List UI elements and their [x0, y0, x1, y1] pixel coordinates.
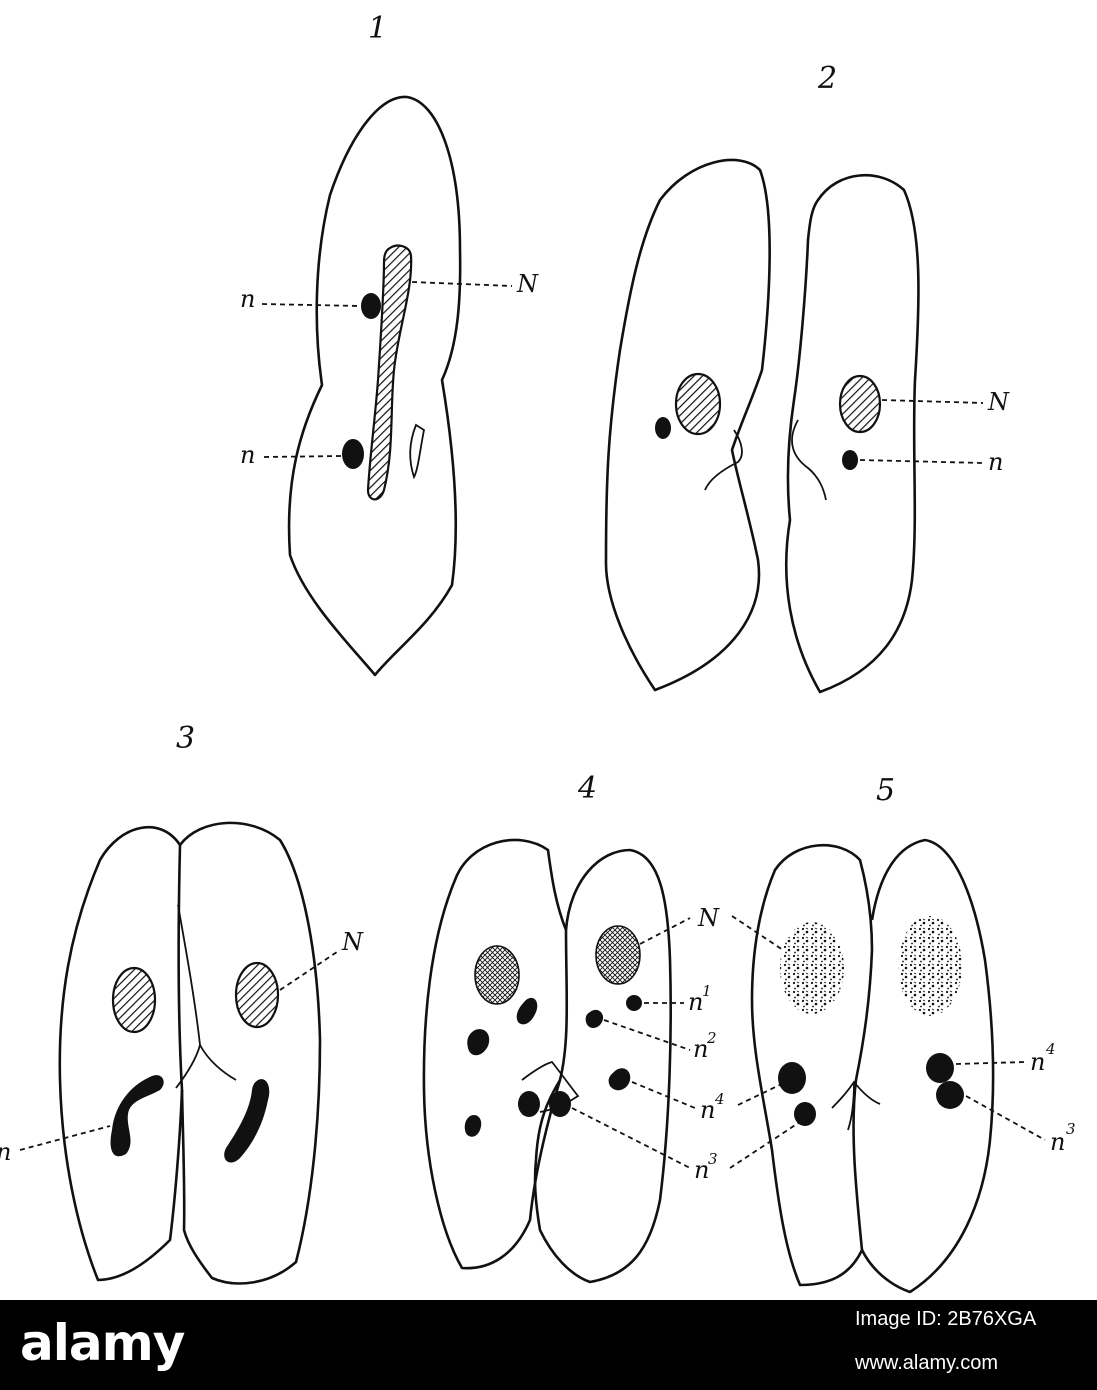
micronucleus — [655, 417, 671, 439]
macronucleus-fragmenting — [898, 916, 962, 1016]
site-url-text: www.alamy.com — [855, 1352, 998, 1374]
micronucleus — [342, 439, 364, 469]
cell-outline-right — [860, 838, 995, 1294]
micronucleus-crescent — [224, 1079, 270, 1163]
label-n: n — [0, 1138, 11, 1166]
panel-number-5: 5 — [876, 773, 895, 808]
leader-line — [261, 303, 361, 307]
micronucleus — [842, 450, 858, 470]
leader-line — [571, 1107, 691, 1169]
leader-line — [639, 917, 691, 945]
leader-line — [279, 949, 341, 991]
cell-outline-left — [750, 843, 874, 1287]
micronucleus — [518, 1091, 540, 1117]
label-n: n — [240, 441, 255, 469]
macronucleus-fragmenting — [780, 922, 844, 1014]
micronucleus — [585, 1009, 604, 1028]
cell-outline-left — [604, 158, 771, 692]
micronucleus — [464, 1114, 482, 1137]
micronucleus-crescent — [110, 1075, 164, 1157]
oral-groove — [409, 423, 426, 480]
panel-3: 3 n N — [0, 721, 364, 1285]
label-n1-sup: 1 — [702, 982, 712, 1000]
label-N: N — [987, 388, 1010, 416]
leader-line — [859, 459, 984, 464]
leader-line — [881, 399, 984, 404]
paramecium-conjugation-figure: 1 n n N 2 N n 3 — [0, 11, 1076, 1294]
label-n1: n — [688, 988, 703, 1016]
panel-number-3: 3 — [176, 721, 195, 756]
panel-5: 5 n 4 n 3 — [750, 773, 1076, 1294]
leader-line — [603, 1019, 691, 1051]
micronucleus — [516, 997, 538, 1025]
panel-number-1: 1 — [368, 11, 387, 46]
micronucleus — [626, 995, 642, 1011]
label-N: N — [341, 928, 364, 956]
leader-line — [955, 1061, 1026, 1065]
cell-outline-right — [533, 848, 672, 1284]
micronucleus — [608, 1068, 631, 1091]
panel-number-2: 2 — [817, 61, 837, 96]
leader-line — [19, 1125, 111, 1151]
label-N: N — [697, 904, 720, 932]
leader-line — [729, 1117, 807, 1169]
label-n3-sup: 3 — [708, 1150, 718, 1168]
panel-number-4: 4 — [577, 771, 597, 806]
label-n3: n — [1050, 1128, 1065, 1156]
leader-line — [631, 1081, 696, 1109]
label-n3: n — [694, 1156, 709, 1184]
macronucleus — [474, 945, 520, 1005]
label-n3-sup: 3 — [1066, 1120, 1076, 1138]
micronucleus — [361, 293, 381, 319]
cell-outline-right — [785, 173, 920, 694]
panel-2: 2 N n — [604, 61, 1010, 694]
label-n4: n — [1030, 1048, 1045, 1076]
cell-outline — [287, 95, 462, 677]
oral-groove — [704, 429, 743, 491]
macronucleus — [234, 961, 280, 1029]
micronucleus — [794, 1102, 816, 1126]
label-n4-sup: 4 — [714, 1090, 725, 1108]
brand-logo: alamy — [20, 1314, 185, 1372]
micronucleus — [467, 1029, 490, 1056]
panel-1: 1 n n N — [240, 11, 539, 677]
panel-4: 4 N n 1 n 2 n 4 n 3 — [422, 771, 807, 1284]
leader-line — [731, 915, 793, 957]
label-n4-sup: 4 — [1045, 1040, 1056, 1058]
leader-line — [263, 455, 343, 458]
cell-outline-left — [58, 826, 184, 1282]
macronucleus — [674, 372, 722, 436]
cell-outline-right — [178, 821, 322, 1285]
oral-groove — [175, 904, 237, 1089]
oral-groove — [791, 419, 827, 501]
macronucleus — [366, 244, 413, 501]
micronucleus — [926, 1053, 954, 1083]
macronucleus — [838, 374, 882, 434]
label-n: n — [988, 448, 1003, 476]
label-N: N — [516, 270, 539, 298]
label-n4: n — [700, 1096, 715, 1124]
macronucleus — [595, 925, 641, 985]
leader-line — [411, 281, 513, 287]
cell-outline-left — [422, 838, 569, 1270]
micronucleus — [778, 1062, 806, 1094]
leader-line — [965, 1095, 1046, 1141]
micronucleus — [549, 1091, 571, 1117]
image-id-text: Image ID: 2B76XGA — [855, 1308, 1037, 1330]
label-n2-sup: 2 — [706, 1029, 717, 1047]
label-n2: n — [693, 1035, 708, 1063]
stock-watermark-bar: alamy Image ID: 2B76XGA www.alamy.com — [0, 1300, 1097, 1390]
macronucleus — [111, 966, 157, 1034]
micronucleus — [936, 1081, 964, 1109]
oral-groove — [831, 1080, 881, 1131]
label-n: n — [240, 285, 255, 313]
